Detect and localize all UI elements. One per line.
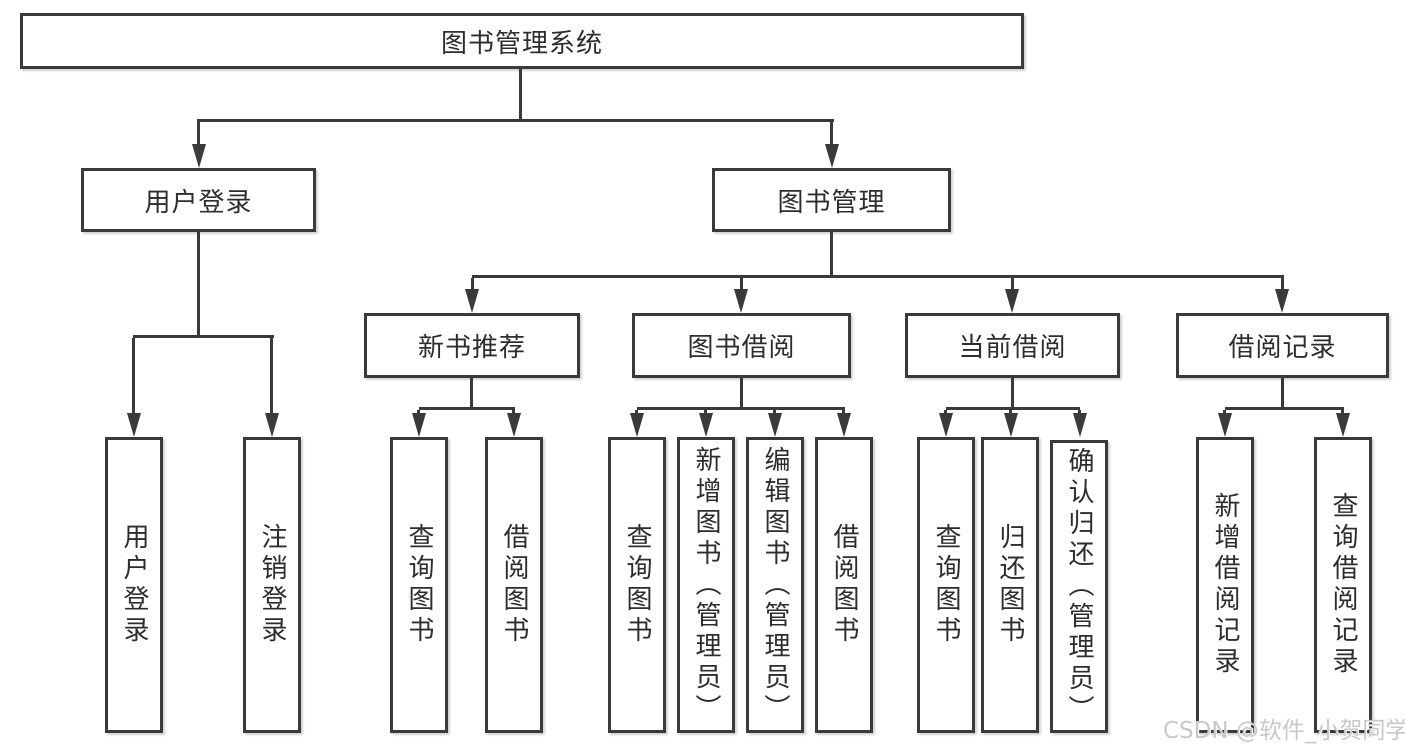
- node-records-query-record: 查询借阅记录: [1314, 437, 1372, 733]
- node-library-management-system: 图书管理系统: [20, 13, 1024, 69]
- node-borrow-query-books: 查询图书: [608, 437, 666, 733]
- connector-line: [1281, 378, 1284, 409]
- connector-arrowhead: [734, 289, 748, 313]
- node-newbooks-query-books: 查询图书: [390, 437, 448, 733]
- node-book-borrow: 图书借阅: [632, 313, 851, 378]
- node-new-book-recommend: 新书推荐: [364, 313, 580, 378]
- node-label: 图书管理系统: [440, 28, 603, 59]
- node-label: 图书管理: [777, 187, 886, 218]
- node-label: 确认归还（管理员）: [1064, 447, 1094, 726]
- connector-line: [637, 407, 845, 410]
- connector-line: [132, 338, 135, 413]
- connector-line: [1225, 407, 1344, 410]
- connector-arrowhead: [630, 413, 644, 437]
- connector-arrowhead: [699, 413, 713, 437]
- node-borrow-edit-books-admin: 编辑图书（管理员）: [746, 437, 804, 733]
- connector-line: [133, 335, 274, 338]
- connector-arrowhead: [1336, 413, 1350, 437]
- node-records-add-record: 新增借阅记录: [1196, 437, 1254, 733]
- node-label: 用户登录: [119, 523, 149, 647]
- connector-line: [830, 232, 833, 278]
- node-label: 当前借阅: [958, 333, 1067, 363]
- connector-line: [519, 69, 522, 122]
- node-newbooks-borrow-books: 借阅图书: [485, 437, 543, 733]
- node-label: 查询图书: [622, 523, 652, 647]
- connector-arrowhead: [1005, 289, 1019, 313]
- node-label: 查询图书: [404, 523, 434, 647]
- node-label: 新书推荐: [417, 333, 526, 363]
- node-label: 新增图书（管理员）: [691, 445, 721, 725]
- connector-arrowhead: [1275, 289, 1289, 313]
- node-leaf-user-login: 用户登录: [105, 437, 163, 733]
- connector-arrowhead: [837, 413, 851, 437]
- node-current-confirm-return-admin: 确认归还（管理员）: [1050, 440, 1108, 733]
- node-current-return-books: 归还图书: [981, 437, 1039, 733]
- node-user-login: 用户登录: [81, 168, 316, 232]
- connector-arrowhead: [1073, 413, 1087, 437]
- connector-arrowhead: [768, 413, 782, 437]
- connector-line: [946, 407, 1080, 410]
- node-borrow-records: 借阅记录: [1176, 313, 1389, 378]
- node-label: 查询图书: [931, 523, 961, 647]
- node-borrow-add-books-admin: 新增图书（管理员）: [677, 437, 735, 733]
- connector-line: [197, 119, 834, 122]
- connector-arrowhead: [465, 289, 479, 313]
- connector-line: [1011, 278, 1014, 289]
- node-current-borrow: 当前借阅: [905, 313, 1120, 378]
- connector-arrowhead: [265, 413, 279, 437]
- node-label: 借阅图书: [499, 523, 529, 647]
- node-label: 借阅记录: [1228, 333, 1337, 363]
- node-leaf-logout: 注销登录: [243, 437, 301, 733]
- connector-line: [197, 232, 200, 337]
- watermark: CSDN @软件_小贺同学: [1163, 718, 1405, 744]
- connector-arrowhead: [939, 413, 953, 437]
- connector-line: [471, 278, 474, 289]
- connector-line: [740, 378, 743, 409]
- connector-line: [1011, 378, 1014, 409]
- connector-arrowhead: [1218, 413, 1232, 437]
- node-label: 借阅图书: [829, 523, 859, 647]
- connector-line: [197, 122, 200, 144]
- connector-line: [270, 338, 273, 413]
- connector-line: [740, 278, 743, 289]
- connector-arrowhead: [1004, 413, 1018, 437]
- node-borrow-borrow-books: 借阅图书: [815, 437, 873, 733]
- connector-arrowhead: [127, 413, 141, 437]
- node-current-query-books: 查询图书: [917, 437, 975, 733]
- node-label: 用户登录: [144, 187, 253, 218]
- connector-line: [419, 407, 515, 410]
- connector-line: [472, 275, 1284, 278]
- connector-arrowhead: [412, 413, 426, 437]
- node-book-management: 图书管理: [712, 168, 951, 232]
- connector-arrowhead: [507, 413, 521, 437]
- node-label: 归还图书: [995, 523, 1025, 647]
- node-label: 图书借阅: [687, 333, 796, 363]
- connector-line: [830, 122, 833, 144]
- node-label: 编辑图书（管理员）: [760, 445, 790, 725]
- node-label: 新增借阅记录: [1210, 492, 1240, 678]
- connector-line: [1281, 278, 1284, 289]
- connector-line: [470, 378, 473, 409]
- connector-arrowhead: [192, 144, 206, 168]
- node-label: 注销登录: [257, 523, 287, 647]
- node-label: 查询借阅记录: [1328, 492, 1358, 678]
- connector-arrowhead: [825, 144, 839, 168]
